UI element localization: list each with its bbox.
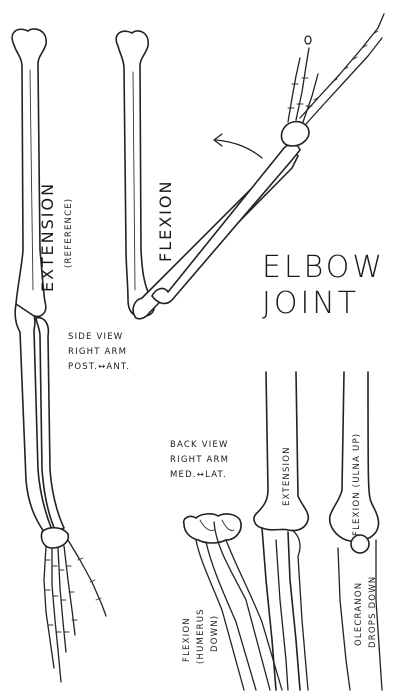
back-flexion-humerus-end	[184, 514, 241, 543]
flexion-direction-arrow	[216, 140, 262, 158]
back-flexion-ulna-label: FLEXION (ULNA UP)	[350, 433, 365, 536]
extension-label: EXTENSION	[38, 182, 57, 292]
back-view-caption-2: RIGHT ARM	[170, 453, 229, 468]
side-view-caption-1: SIDE VIEW	[68, 330, 123, 345]
title-line-2: JOINT	[262, 286, 359, 321]
back-view-caption-3: MED.↔LAT.	[170, 468, 227, 483]
back-extension-label: EXTENSION	[280, 446, 295, 506]
back-view-caption-1: BACK VIEW	[170, 438, 229, 453]
flexion-label: FLEXION	[156, 180, 175, 262]
back-flexion-humerus-label: FLEXION	[180, 617, 195, 662]
title-line-1: ELBOW	[262, 250, 385, 285]
olecranon	[351, 535, 369, 553]
side-view-caption-2: RIGHT ARM	[68, 345, 127, 360]
extension-reference-label: (REFERENCE)	[62, 198, 77, 268]
back-flexion-humerus-sub: (HUMERUS	[194, 608, 209, 664]
olecranon-label: OLECRANON	[352, 582, 367, 646]
side-view-caption-3: POST.↔ANT.	[68, 360, 130, 375]
back-flexion-humerus-sub2: DOWN)	[208, 615, 223, 652]
olecranon-sub-label: DROPS DOWN	[366, 576, 381, 648]
